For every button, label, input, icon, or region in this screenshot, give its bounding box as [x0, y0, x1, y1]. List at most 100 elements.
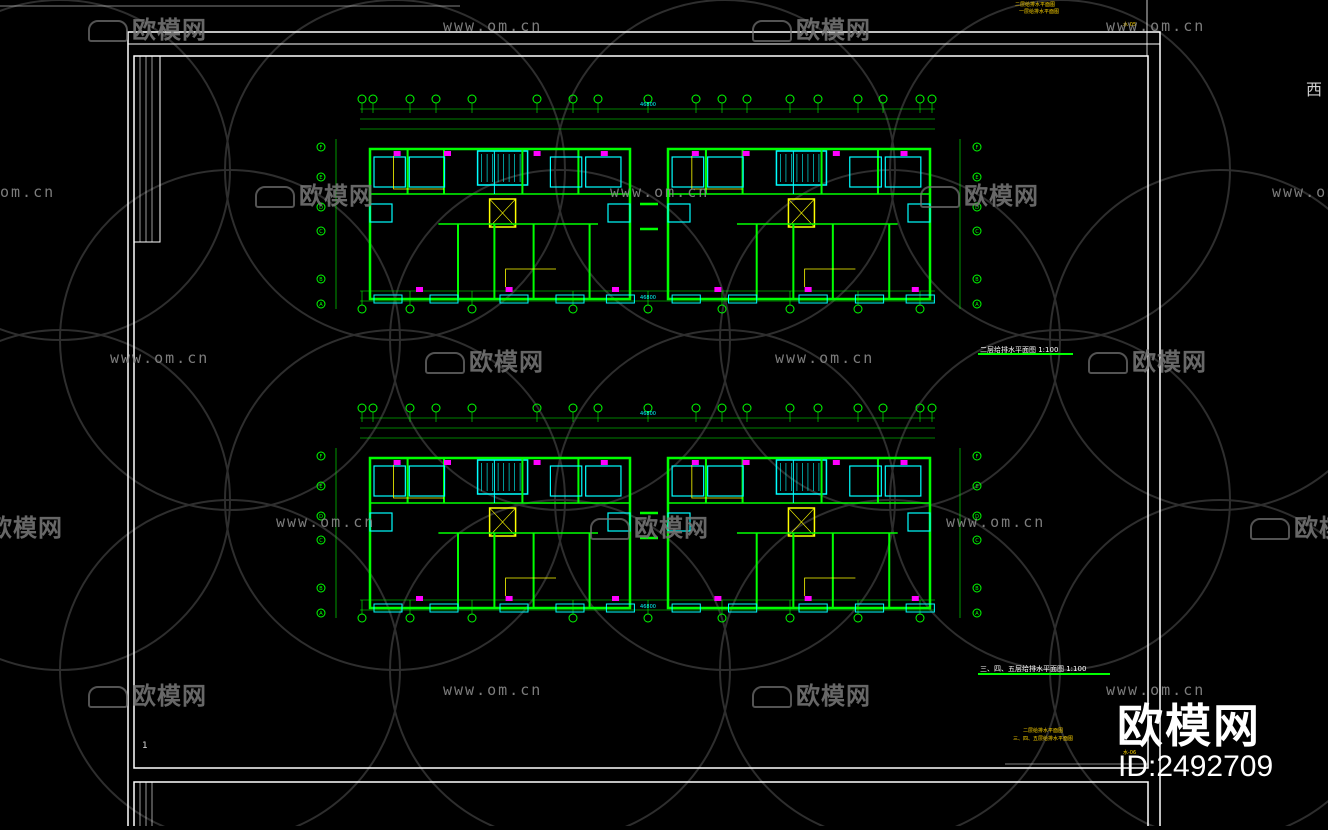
row-bubble: [972, 511, 982, 521]
pipe-riser: [804, 596, 812, 601]
elevator-shaft: [787, 198, 816, 228]
watermark-arc: [59, 169, 401, 511]
row-bubble: [316, 451, 326, 461]
watermark-brand: 欧模网: [0, 514, 63, 542]
sofa-icon: [425, 352, 465, 374]
row-bubble: [316, 299, 326, 309]
row-label: D: [975, 514, 979, 520]
sheet-code-top: 水-05: [1123, 22, 1137, 28]
row-bubble: [316, 172, 326, 182]
watermark-brand: 欧模网: [920, 176, 1039, 211]
watermark-url: www.om.cn: [1106, 17, 1206, 35]
overall-dimension: 46800: [640, 411, 656, 417]
balcony: [905, 294, 935, 304]
pipe-riser: [600, 151, 608, 156]
balcony: [555, 294, 585, 304]
row-label: B: [975, 586, 979, 592]
title-underline: [978, 673, 1110, 675]
row-bubble: [972, 583, 982, 593]
axis-bubble: [568, 94, 578, 104]
balcony: [429, 294, 459, 304]
balcony: [854, 603, 885, 613]
axis-bubble: [742, 403, 752, 413]
top-title-line-2: 一层给排水平面图: [1019, 9, 1060, 15]
sheet-border: [133, 55, 1149, 769]
bathroom: [671, 156, 705, 188]
watermark-url: om.cn: [0, 183, 56, 201]
pipe-riser: [804, 287, 812, 292]
watermark-url: www.om.cn: [443, 17, 543, 35]
axis-bubble: [568, 613, 578, 623]
sofa-icon: [1088, 352, 1128, 374]
elevator-cross: [489, 198, 516, 228]
axis-bubble: [915, 403, 925, 413]
axis-bubble: [643, 403, 653, 413]
axis-bubble: [853, 304, 863, 314]
stair-core: [775, 459, 828, 495]
overall-dimension: 46800: [640, 102, 656, 108]
bathroom: [907, 203, 931, 223]
pipe-riser: [393, 151, 401, 156]
watermark-url: www.om.cn: [610, 183, 710, 201]
axis-bubble: [532, 94, 542, 104]
bathroom: [549, 156, 583, 188]
row-label: A: [319, 611, 323, 617]
next-sheet-border: [133, 781, 1149, 830]
row-label: E: [975, 175, 978, 181]
kitchen: [408, 156, 446, 188]
row-bubble: [316, 608, 326, 618]
row-bubble: [972, 226, 982, 236]
row-label: C: [319, 229, 323, 235]
bathroom: [373, 156, 406, 188]
bathroom: [549, 465, 583, 497]
watermark-arc: [1049, 499, 1328, 830]
watermark-brand: 欧模网: [590, 508, 709, 543]
bathroom: [369, 512, 393, 532]
watermark-brand: 欧模网: [425, 342, 544, 377]
pipe-riser: [612, 596, 619, 601]
pipe-riser: [911, 287, 919, 292]
balcony: [499, 294, 529, 304]
water-pipe: [691, 156, 743, 190]
balcony: [429, 603, 459, 613]
row-bubble: [972, 274, 982, 284]
axis-bubble: [405, 304, 415, 314]
kitchen: [707, 465, 744, 497]
pipe-riser: [600, 460, 608, 465]
plan-title-third-to-fifth-floor: 三、四、五层给排水平面图 1:100: [980, 665, 1087, 673]
pipe-riser: [832, 151, 840, 156]
axis-bubble: [357, 94, 367, 104]
watermark-arc: [889, 0, 1231, 341]
pipe-riser: [691, 151, 699, 156]
row-bubble: [972, 535, 982, 545]
axis-bubble: [915, 304, 925, 314]
row-label: C: [975, 538, 979, 544]
balcony: [373, 603, 403, 613]
row-bubble: [316, 511, 326, 521]
row-label: E: [319, 175, 322, 181]
pipe-riser: [416, 596, 423, 601]
title-underline: [978, 353, 1073, 355]
sofa-icon: [920, 186, 960, 208]
pipe-riser: [714, 287, 722, 292]
bathroom: [667, 203, 691, 223]
row-label: E: [975, 484, 978, 490]
row-label: E: [319, 484, 322, 490]
axis-bubble: [568, 403, 578, 413]
row-label: B: [975, 277, 979, 283]
kitchen: [884, 465, 922, 497]
water-pipe: [393, 465, 444, 499]
row-label: C: [975, 229, 979, 235]
row-label: B: [319, 586, 323, 592]
row-bubble: [972, 608, 982, 618]
balcony: [555, 603, 585, 613]
watermark-url: www.om.cn: [1106, 681, 1206, 699]
sheet-code-bottom: 水-06: [1123, 750, 1137, 756]
balcony: [905, 603, 935, 613]
row-bubble: [972, 172, 982, 182]
pipe-riser: [505, 596, 513, 601]
pipe-riser: [691, 460, 699, 465]
axis-bubble: [717, 94, 727, 104]
